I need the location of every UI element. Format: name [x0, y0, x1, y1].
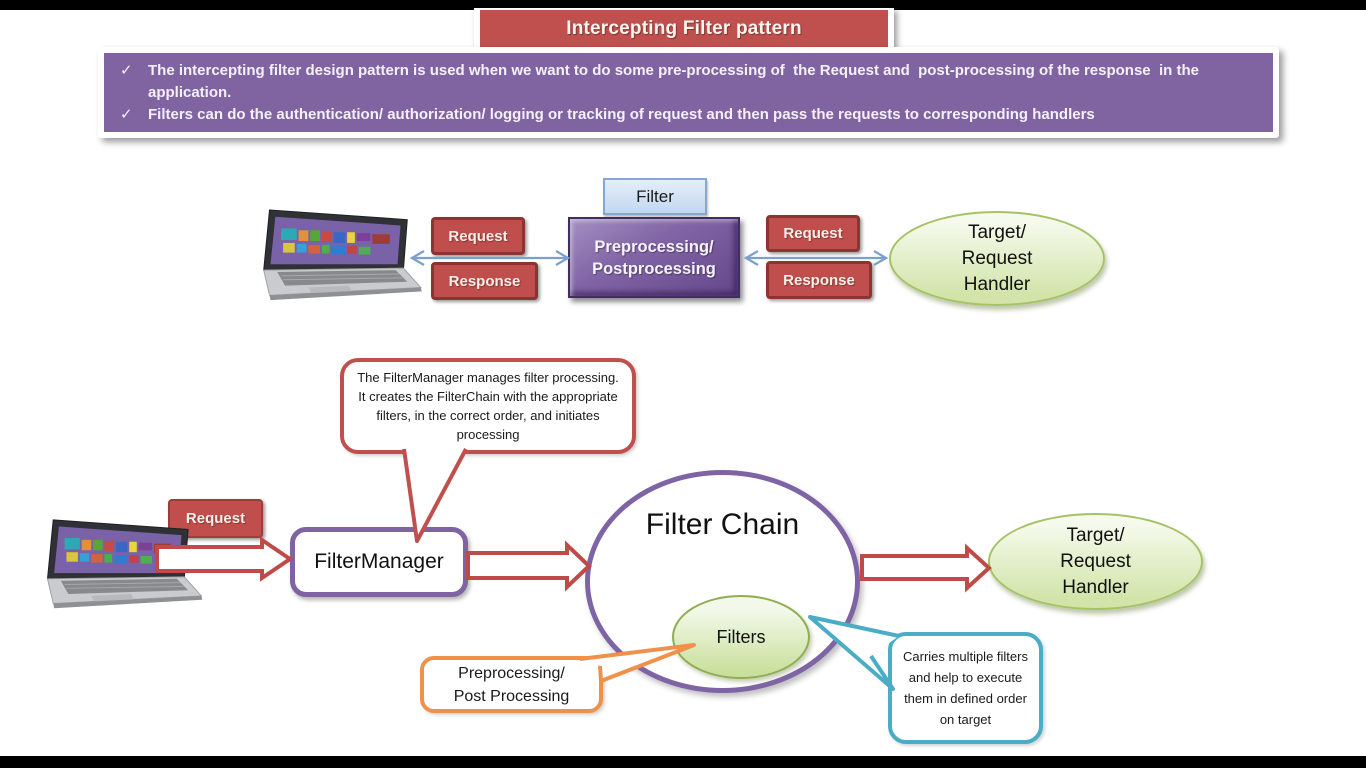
target-line: Handler [1062, 576, 1129, 598]
target-line: Request [961, 247, 1033, 269]
letterbox-top [0, 0, 1366, 10]
filter-box: Filter [603, 178, 707, 215]
filters-label: Filters [716, 626, 766, 647]
carries-callout-text: Carries multiple filters and help to exe… [903, 649, 1028, 727]
request-tag-bottom: Request [168, 499, 263, 538]
intro-bullet-2: ✓ Filters can do the authentication/ aut… [120, 104, 1259, 126]
target-line: Target/ [967, 221, 1027, 243]
carries-callout: Carries multiple filters and help to exe… [888, 632, 1043, 744]
target-line: Request [1060, 550, 1131, 572]
laptop-icon [263, 209, 423, 301]
response-tag-top-left: Response [431, 262, 538, 300]
filtermanager-label: FilterManager [314, 550, 444, 573]
request-tag-top-right: Request [766, 215, 860, 252]
processing-callout-line: Preprocessing/ [458, 664, 565, 682]
processing-callout-line: Post Processing [453, 687, 570, 705]
response-tag-top-right: Response [766, 261, 872, 299]
target-line: Target/ [1066, 524, 1125, 546]
block-arrow-chain-to-target [860, 543, 992, 593]
target-line: Handler [963, 273, 1031, 295]
request-label: Request [448, 227, 508, 245]
check-icon: ✓ [120, 62, 133, 79]
response-label: Response [448, 272, 521, 290]
request-label: Request [783, 225, 843, 242]
filtermanager-callout: The FilterManager manages filter process… [340, 358, 636, 454]
intro-text-2: Filters can do the authentication/ autho… [148, 106, 1095, 123]
postprocessing-line: Postprocessing [592, 259, 716, 278]
filter-chain-label: Filter Chain [645, 508, 800, 541]
request-tag-top-left: Request [431, 217, 525, 255]
page-title: Intercepting Filter pattern [566, 17, 802, 39]
title-frame: Intercepting Filter pattern [474, 8, 894, 53]
response-label: Response [783, 271, 855, 289]
preprocessing-line: Preprocessing/ [594, 237, 714, 256]
filters-ellipse: Filters [672, 595, 810, 679]
title-banner: Intercepting Filter pattern [480, 10, 888, 47]
target-handler-ellipse-bottom: Target/ Request Handler [988, 513, 1203, 610]
block-arrow-manager-to-chain [466, 540, 592, 592]
filtermanager-box: FilterManager [290, 527, 468, 597]
preprocessing-box: Preprocessing/ Postprocessing [568, 217, 740, 298]
block-arrow-laptop-to-manager [155, 536, 294, 582]
intro-frame: ✓ The intercepting filter design pattern… [98, 47, 1279, 138]
intro-text-1: The intercepting filter design pattern i… [148, 62, 1204, 101]
target-handler-ellipse-top: Target/ Request Handler [889, 211, 1105, 306]
request-label: Request [185, 510, 246, 527]
check-icon: ✓ [120, 106, 133, 123]
processing-callout: Preprocessing/ Post Processing [420, 656, 603, 713]
intro-box: ✓ The intercepting filter design pattern… [104, 53, 1273, 132]
filtermanager-callout-text: The FilterManager manages filter process… [357, 370, 619, 442]
letterbox-bottom [0, 756, 1366, 768]
filter-label: Filter [636, 186, 674, 206]
intro-bullet-1: ✓ The intercepting filter design pattern… [120, 60, 1259, 104]
